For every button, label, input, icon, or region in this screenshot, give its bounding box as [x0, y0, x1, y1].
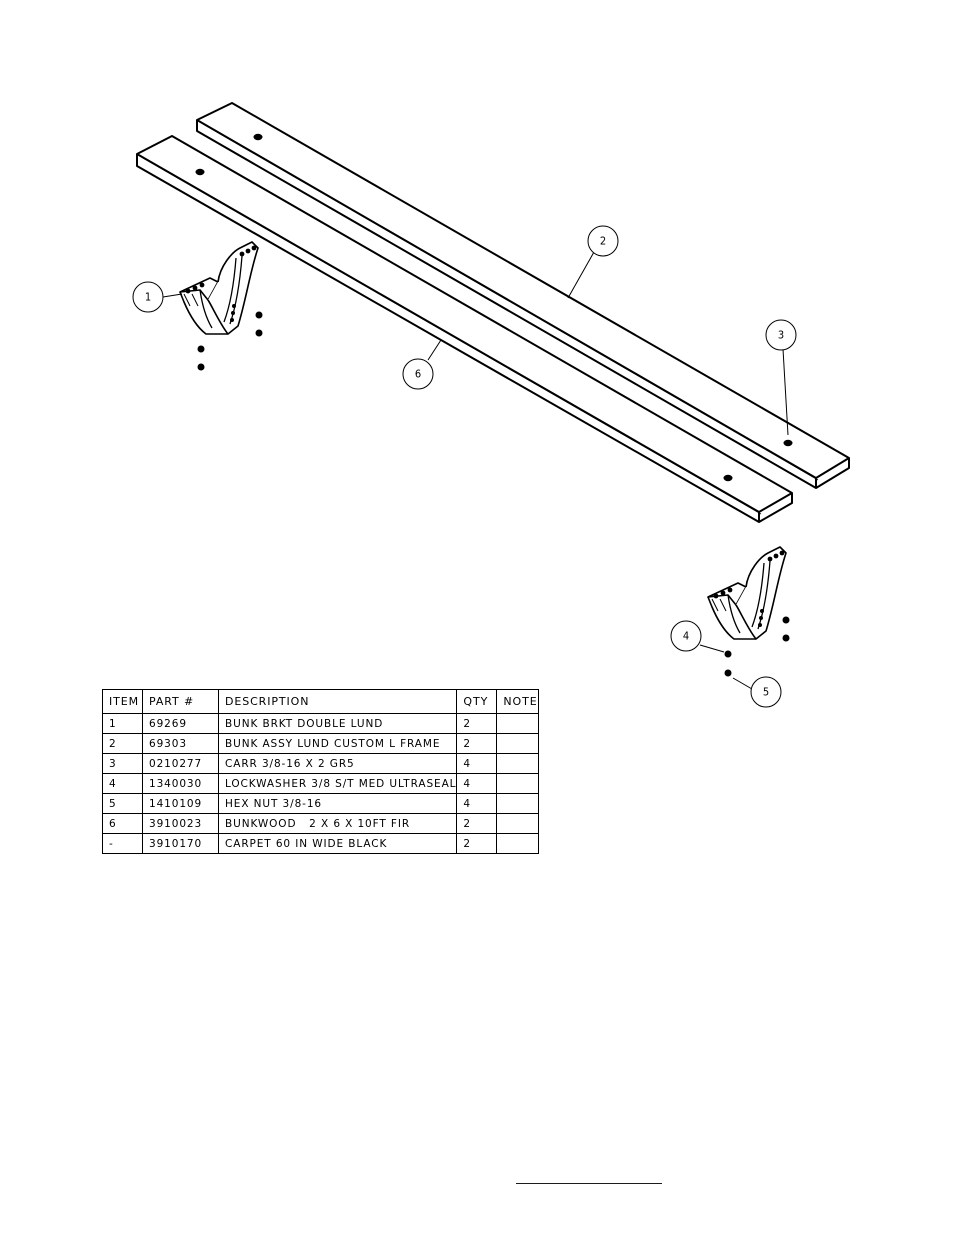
header-part: PART #	[142, 689, 219, 714]
balloon-label: 5	[763, 686, 769, 699]
cell-part: 1410109	[142, 793, 219, 814]
cell-note	[496, 753, 539, 774]
cell-description: LOCKWASHER 3/8 S/T MED ULTRASEAL	[217, 773, 458, 794]
footer-link[interactable]	[516, 1169, 662, 1184]
cell-description: BUNKWOOD 2 X 6 X 10FT FIR	[217, 813, 458, 834]
balloon-label: 4	[683, 630, 689, 643]
bom-header-row: ITEM PART # DESCRIPTION QTY NOTE	[102, 689, 539, 714]
header-qty: QTY	[456, 689, 498, 714]
cell-description: BUNK ASSY LUND CUSTOM L FRAME	[217, 733, 458, 754]
bunk-bracket-upper	[179, 241, 259, 335]
leader-lines	[162, 251, 789, 690]
balloon-item-3: 3	[765, 319, 797, 351]
hardware-nuts-upper	[197, 311, 263, 371]
balloon-item-4: 4	[670, 620, 702, 652]
cell-qty: 2	[456, 733, 498, 754]
cell-item: 2	[102, 733, 143, 754]
cell-item: -	[102, 833, 143, 854]
cell-qty: 2	[456, 813, 498, 834]
cell-item: 4	[102, 773, 143, 794]
header-note: NOTE	[496, 689, 539, 714]
header-item: ITEM	[102, 689, 143, 714]
cell-item: 5	[102, 793, 143, 814]
balloon-label: 3	[778, 329, 784, 342]
header-description: DESCRIPTION	[217, 689, 458, 714]
table-row: 5 1410109 HEX NUT 3/8-16 4	[102, 793, 539, 814]
cell-part: 0210277	[142, 753, 219, 774]
cell-note	[496, 733, 539, 754]
cell-item: 1	[102, 713, 143, 734]
cell-part: 1340030	[142, 773, 219, 794]
cell-item: 6	[102, 813, 143, 834]
table-row: 3 0210277 CARR 3/8-16 X 2 GR5 4	[102, 753, 539, 774]
balloon-item-5: 5	[750, 676, 782, 708]
cell-note	[496, 713, 539, 734]
cell-note	[496, 833, 539, 854]
balloon-label: 2	[600, 235, 606, 248]
cell-part: 69303	[142, 733, 219, 754]
balloon-label: 1	[145, 291, 151, 304]
cell-description: CARPET 60 IN WIDE BLACK	[217, 833, 458, 854]
bunk-board-6	[136, 135, 793, 523]
cell-qty: 2	[456, 713, 498, 734]
table-row: 6 3910023 BUNKWOOD 2 X 6 X 10FT FIR 2	[102, 813, 539, 834]
balloon-item-1: 1	[132, 281, 164, 313]
cell-qty: 4	[456, 793, 498, 814]
table-row: 1 69269 BUNK BRKT DOUBLE LUND 2	[102, 713, 539, 734]
cell-note	[496, 813, 539, 834]
table-row: 4 1340030 LOCKWASHER 3/8 S/T MED ULTRASE…	[102, 773, 539, 794]
hardware-nuts-lower	[724, 616, 790, 677]
bill-of-materials: ITEM PART # DESCRIPTION QTY NOTE 1 69269…	[102, 689, 539, 854]
bunk-bracket-lower	[707, 546, 787, 640]
cell-description: BUNK BRKT DOUBLE LUND	[217, 713, 458, 734]
cell-note	[496, 773, 539, 794]
cell-qty: 4	[456, 753, 498, 774]
table-row: 2 69303 BUNK ASSY LUND CUSTOM L FRAME 2	[102, 733, 539, 754]
cell-description: HEX NUT 3/8-16	[217, 793, 458, 814]
cell-description: CARR 3/8-16 X 2 GR5	[217, 753, 458, 774]
cell-item: 3	[102, 753, 143, 774]
cell-qty: 2	[456, 833, 498, 854]
cell-part: 69269	[142, 713, 219, 734]
cell-qty: 4	[456, 773, 498, 794]
balloon-label: 6	[415, 368, 421, 381]
balloon-item-6: 6	[402, 358, 434, 390]
cell-part: 3910170	[142, 833, 219, 854]
bunk-board-2	[196, 102, 850, 489]
balloon-item-2: 2	[587, 225, 619, 257]
cell-part: 3910023	[142, 813, 219, 834]
cell-note	[496, 793, 539, 814]
table-row: - 3910170 CARPET 60 IN WIDE BLACK 2	[102, 833, 539, 854]
